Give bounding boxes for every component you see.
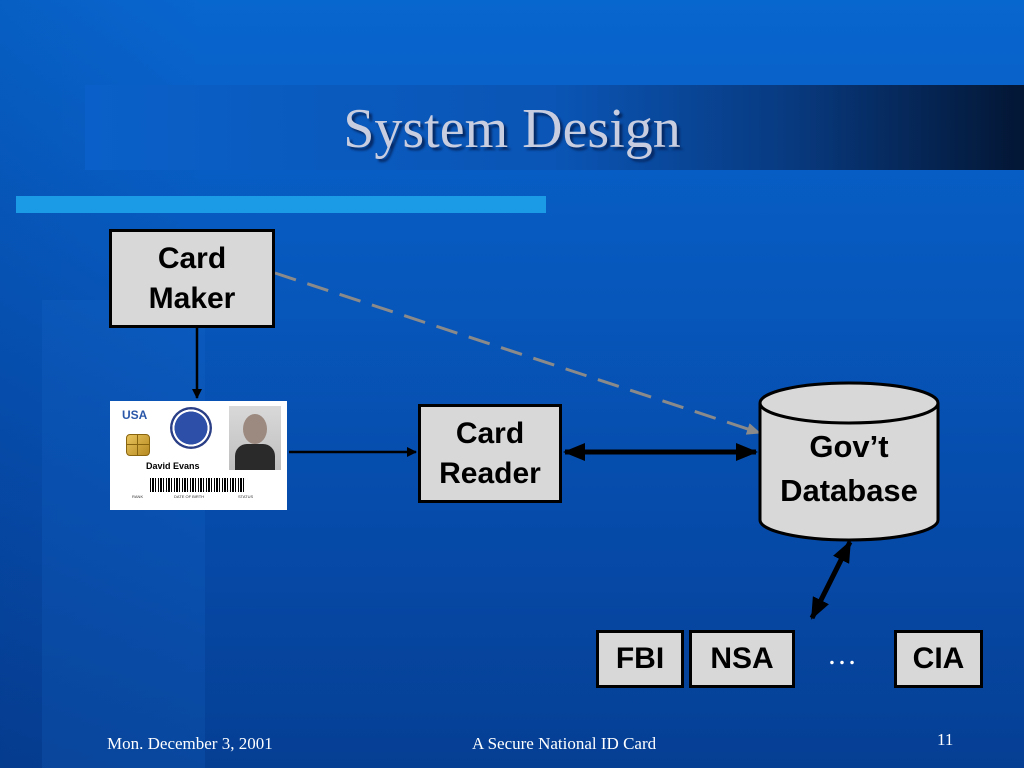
accent-bar (16, 196, 546, 213)
card-country-label: USA (122, 408, 148, 422)
database-agencies-arrow (809, 540, 853, 620)
title-band (85, 85, 1024, 170)
agency-label-nsa: NSA (710, 642, 774, 675)
footer-title: A Secure National ID Card (472, 734, 657, 753)
smart-chip-icon (126, 434, 150, 456)
ellipsis-text: … (827, 638, 857, 671)
card-reader-label-line1: Card (455, 416, 525, 450)
portrait-photo (229, 406, 281, 470)
database-label: Gov’t Database (760, 425, 938, 513)
background-strip (42, 300, 205, 768)
card-maker-label-line1: Card (157, 241, 227, 275)
card-maker-box: Card Maker (109, 229, 275, 328)
barcode-icon (150, 478, 244, 492)
footer-date: Mon. December 3, 2001 (107, 734, 273, 753)
card-holder-name: David Evans (146, 461, 200, 471)
card-field-dob: DATE OF BIRTH (174, 494, 205, 499)
database-label-line1: Gov’t (809, 429, 889, 464)
database-label-line2: Database (780, 473, 918, 508)
agency-box-nsa: NSA (689, 630, 795, 688)
slide-title: System Design (343, 98, 681, 160)
maker-database-dashed-arrow (274, 271, 761, 435)
id-card-image: USA David Evans RANK DATE OF BIRTH STATU… (110, 401, 287, 510)
card-reader-label-line2: Reader (439, 456, 541, 490)
slide-number: 11 (937, 730, 954, 749)
card-field-rank: RANK (132, 494, 144, 499)
government-seal-icon (170, 407, 212, 449)
agency-box-fbi: FBI (596, 630, 684, 688)
agency-label-cia: CIA (912, 642, 965, 675)
agency-box-cia: CIA (894, 630, 983, 688)
card-maker-label-line2: Maker (148, 281, 236, 315)
card-reader-box: Card Reader (418, 404, 562, 503)
agency-label-fbi: FBI (615, 642, 665, 675)
database-cylinder (758, 381, 940, 542)
card-field-status: STATUS (238, 494, 254, 499)
